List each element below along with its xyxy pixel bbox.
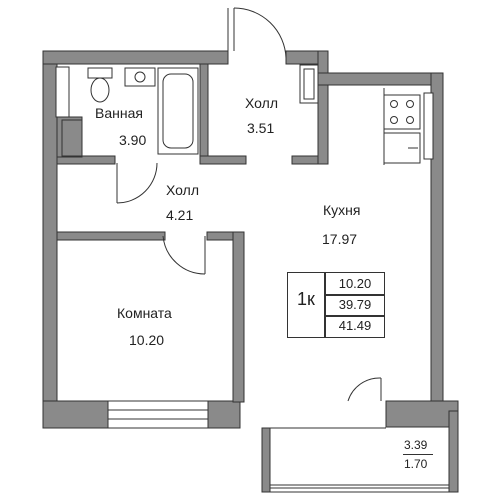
toilet-tank-icon — [87, 67, 113, 79]
room-name: Комната — [117, 305, 172, 321]
balcony-reduced-area: 1.70 — [404, 457, 428, 471]
total-area: 41.49 — [338, 318, 372, 333]
sink-icon — [124, 67, 156, 87]
room-area: 10.20 — [129, 332, 165, 348]
living-area: 10.20 — [338, 276, 372, 291]
hall2-area: 4.21 — [166, 207, 194, 223]
balcony-area: 3.39 — [404, 438, 428, 452]
hall1-area: 3.51 — [247, 120, 275, 136]
area-legend: 1к 10.20 39.79 41.49 — [287, 272, 385, 338]
bathtub-icon — [157, 67, 199, 155]
hall2-name: Холл — [166, 182, 199, 198]
bath-name: Ванная — [95, 105, 143, 121]
windows — [55, 66, 450, 493]
hall1-name: Холл — [245, 95, 278, 111]
kitchen-name: Кухня — [323, 202, 361, 218]
toilet-icon — [90, 77, 110, 103]
stove-icon — [383, 94, 421, 130]
doors — [116, 7, 382, 402]
apartment-type: 1к — [297, 289, 315, 309]
fixtures — [61, 64, 421, 165]
area-without-balcony: 39.79 — [338, 297, 372, 312]
kitchen-area: 17.97 — [322, 231, 358, 247]
bath-area: 3.90 — [119, 132, 147, 148]
balcony-divider — [403, 454, 433, 455]
